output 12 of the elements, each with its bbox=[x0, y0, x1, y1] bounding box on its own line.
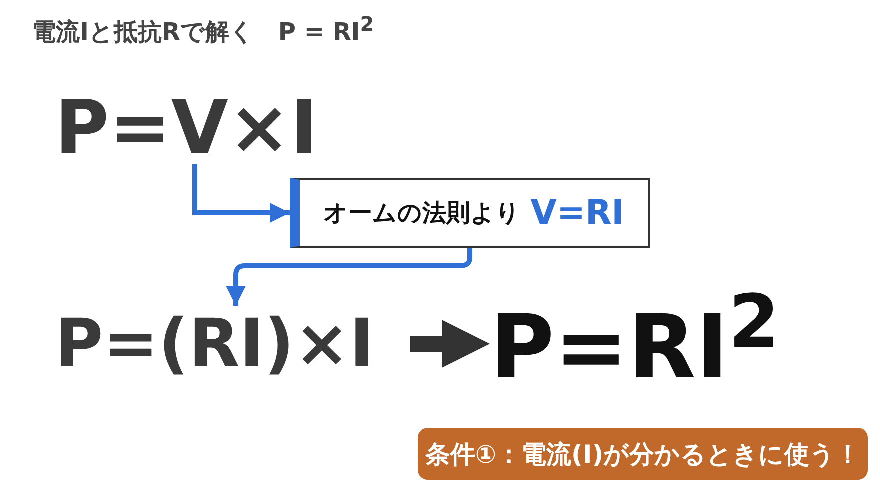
formula: P=(RI)×I bbox=[55, 311, 374, 377]
title: 電流Iと抵抗Rで解く P = RI$^{2}$ bbox=[32, 12, 374, 48]
result-formula: P=RI$^{2}$ bbox=[490, 286, 780, 392]
formula: P=V×I bbox=[55, 91, 318, 165]
condition-banner bbox=[418, 428, 868, 480]
arrow bbox=[226, 248, 472, 306]
arrow bbox=[192, 164, 290, 223]
box-text: オームの法則より bbox=[324, 201, 521, 225]
arrow bbox=[410, 320, 490, 368]
ohm-law-box bbox=[290, 178, 650, 248]
banner-text: 条件①：電流(I)が分かるときに使う！ bbox=[425, 442, 861, 466]
formula: V=RI bbox=[530, 196, 624, 230]
